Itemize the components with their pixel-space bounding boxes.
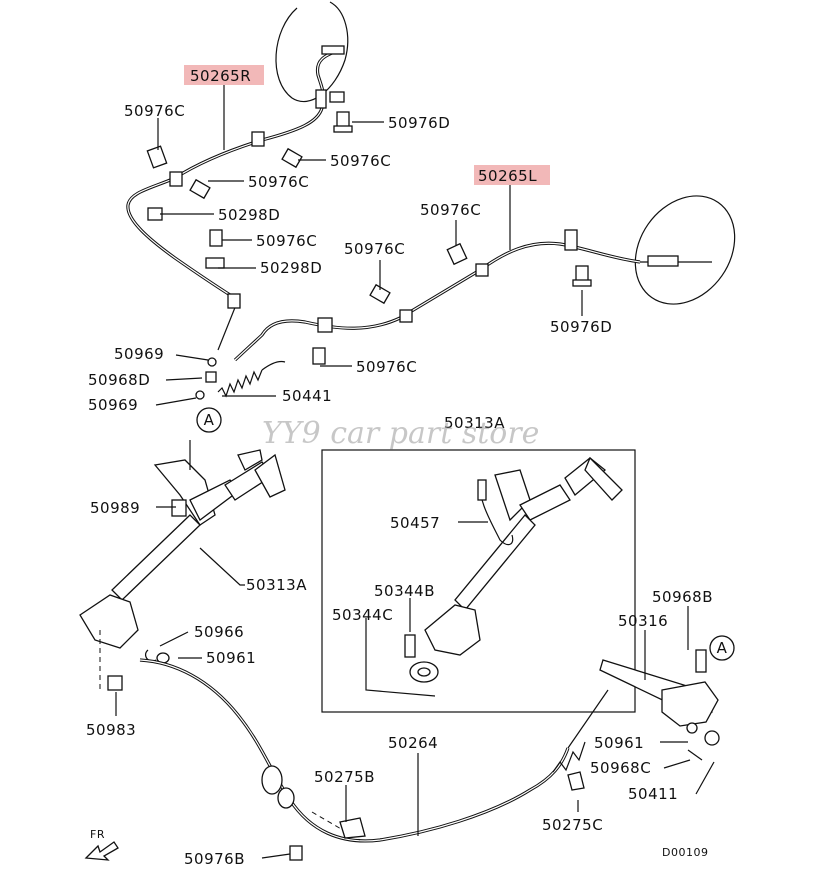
label-50313A: 50313A: [246, 576, 307, 594]
label-50969-1: 50969: [114, 345, 164, 363]
label-50976C-5: 50976C: [256, 232, 317, 250]
label-50989: 50989: [90, 499, 140, 517]
bolt-50983: [99, 630, 123, 691]
cable-50265R: [126, 45, 345, 351]
leader-lines: [115, 84, 715, 859]
label-50976B: 50976B: [184, 850, 245, 868]
label-50968B: 50968B: [652, 588, 713, 606]
label-50976D-1: 50976D: [388, 114, 450, 132]
cable-50265L: [233, 229, 712, 362]
spring-50441: [217, 360, 286, 398]
watermark: YY9 car part store: [262, 416, 539, 451]
label-50275C: 50275C: [542, 816, 603, 834]
label-50298D-2: 50298D: [260, 259, 322, 277]
label-50316: 50316: [618, 612, 668, 630]
callout-A-left: A: [196, 407, 222, 433]
bolt-50976C-right-1: [146, 145, 168, 169]
label-50976D-2: 50976D: [550, 318, 612, 336]
bolt-50976C-right-2: [281, 147, 303, 169]
bolt-50976C-left-3: [312, 347, 326, 365]
label-50344B: 50344B: [374, 582, 435, 600]
label-50344C: 50344C: [332, 606, 393, 624]
front-direction-arrow: FR: [84, 828, 119, 861]
clamp-50275C: [567, 771, 585, 791]
part-labels: 50265R 50265L 50976C 50976D 50976C 50976…: [86, 65, 713, 868]
label-50976C-3: 50976C: [248, 173, 309, 191]
label-50265R: 50265R: [190, 67, 251, 85]
label-50976C-6: 50976C: [344, 240, 405, 258]
label-50298D-1: 50298D: [218, 206, 280, 224]
pins-50969: [195, 357, 217, 400]
highlight-50265R: [184, 65, 264, 85]
svg-text:A: A: [204, 411, 215, 429]
label-50976C-7: 50976C: [356, 358, 417, 376]
bolt-50976C-left-1: [446, 242, 468, 266]
label-50976C-2: 50976C: [330, 152, 391, 170]
label-50411: 50411: [628, 785, 678, 803]
bolt-50976C-left-2: [369, 283, 391, 305]
bolt-50976D-lower: [572, 265, 592, 287]
svg-text:FR: FR: [90, 828, 105, 841]
equalizer-50316: [599, 649, 720, 761]
inset-box: [321, 449, 636, 713]
label-50457: 50457: [390, 514, 440, 532]
bolt-50976C-right-4: [209, 229, 223, 247]
rear-left-drum: [634, 195, 736, 305]
bolt-50976B: [289, 845, 303, 861]
label-50961-1: 50961: [206, 649, 256, 667]
svg-text:A: A: [717, 639, 728, 657]
lever-assembly-50313A: [79, 440, 286, 649]
clamp-50275B: [339, 817, 366, 839]
label-50968D: 50968D: [88, 371, 150, 389]
callout-A-right: A: [709, 635, 735, 661]
label-50969-2: 50969: [88, 396, 138, 414]
label-50961-2: 50961: [594, 734, 644, 752]
label-50976C-4: 50976C: [420, 201, 481, 219]
label-50983: 50983: [86, 721, 136, 739]
label-50976C-1: 50976C: [124, 102, 185, 120]
label-50265L: 50265L: [478, 167, 537, 185]
highlight-50265L: [474, 165, 550, 185]
label-50313A-inset: 50313A: [444, 414, 505, 432]
label-50275B: 50275B: [314, 768, 375, 786]
label-50966: 50966: [194, 623, 244, 641]
label-50441: 50441: [282, 387, 332, 405]
label-50968C: 50968C: [590, 759, 651, 777]
front-cable-50264: [139, 658, 609, 843]
bolt-50976C-right-3: [189, 178, 211, 200]
bolt-50976D-upper: [333, 111, 353, 133]
label-50264: 50264: [388, 734, 438, 752]
diagram-code: D00109: [662, 846, 708, 859]
